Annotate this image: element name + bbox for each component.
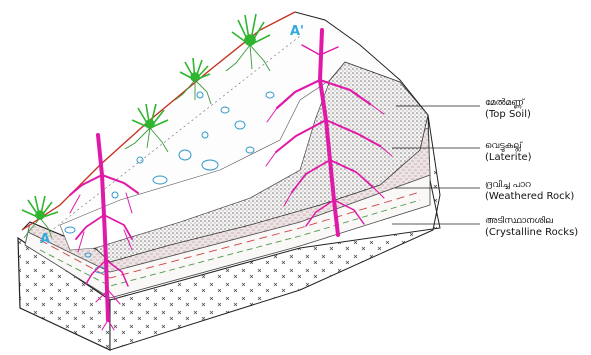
label-crystalline-rocks: അടിസ്ഥാനശില (Crystalline Rocks) bbox=[485, 216, 578, 238]
section-marker-a: A bbox=[40, 232, 50, 247]
label-crystalline-rocks-malayalam: അടിസ്ഥാനശില bbox=[485, 216, 578, 227]
label-top-soil-english: (Top Soil) bbox=[485, 109, 531, 120]
label-top-soil: മേൽമണ്ണ് (Top Soil) bbox=[485, 98, 531, 120]
label-laterite-english: (Laterite) bbox=[485, 152, 532, 163]
label-weathered-rock-malayalam: ദ്രവിച്ച പാറ bbox=[485, 180, 574, 191]
label-laterite-malayalam: വെട്ടുകല്ല് bbox=[485, 141, 532, 152]
label-laterite: വെട്ടുകല്ല് (Laterite) bbox=[485, 141, 532, 163]
label-crystalline-rocks-english: (Crystalline Rocks) bbox=[485, 227, 578, 238]
label-weathered-rock: ദ്രവിച്ച പാറ (Weathered Rock) bbox=[485, 180, 574, 202]
section-marker-a-prime: A' bbox=[290, 24, 304, 39]
label-top-soil-malayalam: മേൽമണ്ണ് bbox=[485, 98, 531, 109]
label-weathered-rock-english: (Weathered Rock) bbox=[485, 191, 574, 202]
